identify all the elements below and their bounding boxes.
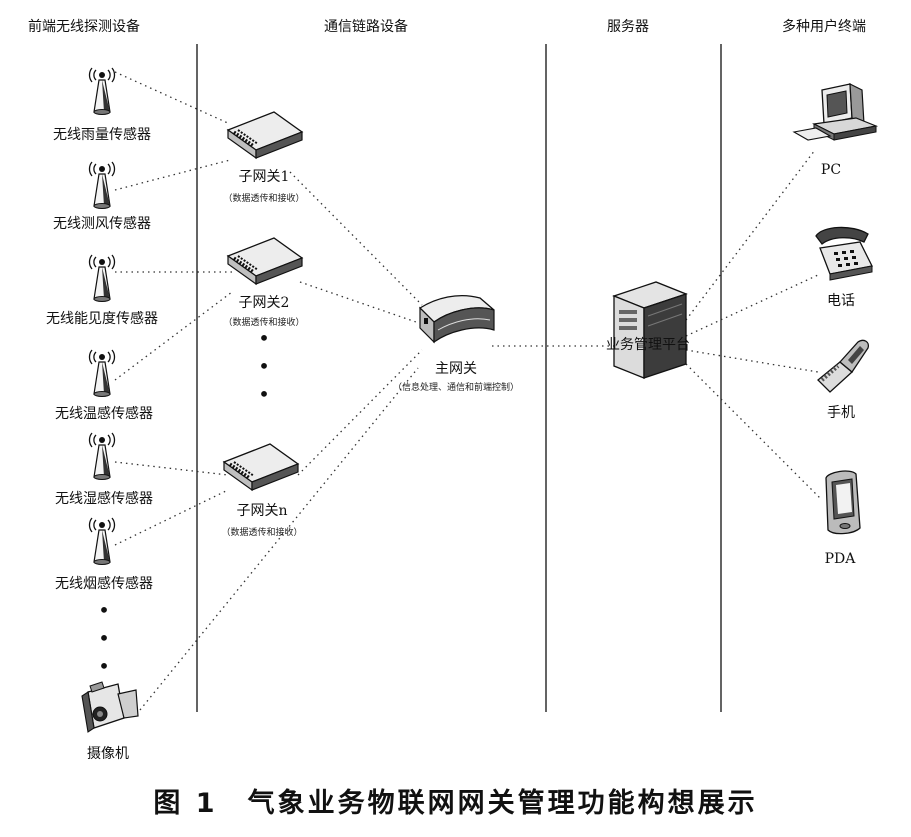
connection-lines xyxy=(114,71,823,711)
flip-phone-icon xyxy=(817,339,870,393)
column-header-terminals: 多种用户终端 xyxy=(782,19,866,35)
sensor-label-1: 无线雨量传感器 xyxy=(53,127,151,143)
terminal-label-pc: PC xyxy=(820,162,842,178)
sensor-icon-4 xyxy=(88,349,116,398)
sensor-label-3: 无线能见度传感器 xyxy=(46,311,158,327)
camera-label: 摄像机 xyxy=(87,746,129,762)
subgateway-label-2: 子网关2 xyxy=(238,295,290,311)
terminal-label-mobile: 手机 xyxy=(827,405,855,421)
subgateway-note-1: （数据透传和接收） xyxy=(223,194,305,204)
sensor-icon-6 xyxy=(88,517,116,566)
subgateway-icon-1 xyxy=(226,110,304,160)
sensor-label-6: 无线烟感传感器 xyxy=(55,576,153,592)
subgateway-icon-2 xyxy=(226,236,304,286)
subgateway-icon-n xyxy=(222,442,300,492)
sensor-ellipsis: ••• xyxy=(98,598,110,678)
telephone-icon xyxy=(815,226,873,281)
sensor-label-2: 无线测风传感器 xyxy=(53,216,151,232)
main-gateway-note: （信息处理、通信和前端控制） xyxy=(392,383,520,393)
sensor-icon-2 xyxy=(88,161,116,210)
subgateway-ellipsis: ••• xyxy=(258,326,270,406)
sensor-icon-5 xyxy=(88,432,116,481)
pda-icon xyxy=(825,470,861,535)
sensor-label-4: 无线温感传感器 xyxy=(55,406,153,422)
sensor-icon-1 xyxy=(88,67,116,116)
terminal-label-phone: 电话 xyxy=(827,293,855,309)
server-label: 业务管理平台 xyxy=(606,337,690,353)
terminal-label-pda: PDA xyxy=(824,551,856,567)
sensor-icon-3 xyxy=(88,254,116,303)
column-header-server: 服务器 xyxy=(607,19,649,35)
column-dividers xyxy=(196,44,722,712)
column-header-link: 通信链路设备 xyxy=(324,19,408,35)
router-icon xyxy=(418,295,495,344)
subgateway-note-2: （数据透传和接收） xyxy=(223,318,305,328)
figure-caption: 图 1 气象业务物联网网关管理功能构想展示 xyxy=(153,788,758,819)
subgateway-note-n: （数据透传和接收） xyxy=(221,528,303,538)
subgateway-label-n: 子网关n xyxy=(236,503,288,519)
desktop-computer-icon xyxy=(792,82,879,141)
subgateway-label-1: 子网关1 xyxy=(238,169,290,185)
main-gateway-label: 主网关 xyxy=(435,361,477,377)
camcorder-icon xyxy=(81,681,139,733)
column-header-frontend: 前端无线探测设备 xyxy=(28,19,140,35)
server-tower-icon xyxy=(612,281,688,379)
sensor-label-5: 无线湿感传感器 xyxy=(55,491,153,507)
